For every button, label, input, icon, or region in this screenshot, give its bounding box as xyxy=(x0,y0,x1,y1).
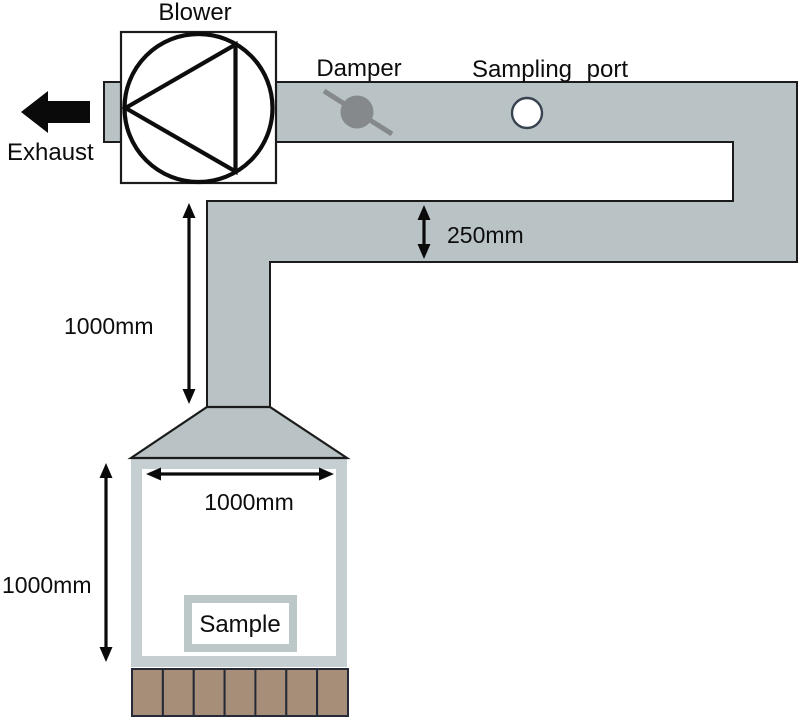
damper-label: Damper xyxy=(316,55,401,82)
sample-label: Sample xyxy=(199,611,280,638)
exhaust-arrow xyxy=(21,91,90,133)
sampling-port-hole xyxy=(510,96,544,130)
blower-symbol xyxy=(119,30,278,185)
chamber-height-dimension: 1000mm xyxy=(2,572,91,598)
dimension-arrow-riser-height xyxy=(182,203,196,404)
dimension-arrow-chamber-height xyxy=(99,463,113,662)
hood xyxy=(127,405,351,460)
brick xyxy=(316,668,350,717)
blower-fan-circle xyxy=(122,31,275,185)
dimension-arrow-chamber-width xyxy=(146,467,334,481)
duct-depth-dimension: 250mm xyxy=(447,222,524,248)
riser-height-dimension: 1000mm xyxy=(64,313,153,339)
sampling-port-label: Sampling port xyxy=(472,56,628,83)
sample-box xyxy=(184,595,297,652)
exhaust-label: Exhaust xyxy=(7,139,94,166)
brick-row xyxy=(131,668,350,717)
brick xyxy=(254,668,288,717)
sample-box-interior xyxy=(192,603,289,644)
damper-disc xyxy=(340,95,374,129)
brick xyxy=(192,668,226,717)
blower-fan-triangle xyxy=(121,40,238,176)
brick xyxy=(285,668,319,717)
blower-label: Blower xyxy=(158,0,231,26)
damper-symbol xyxy=(322,88,394,137)
brick xyxy=(223,668,257,717)
brick xyxy=(161,668,195,717)
dimension-arrow-duct-depth xyxy=(417,205,431,259)
chamber-width-dimension: 1000mm xyxy=(204,489,293,515)
brick xyxy=(131,668,164,717)
